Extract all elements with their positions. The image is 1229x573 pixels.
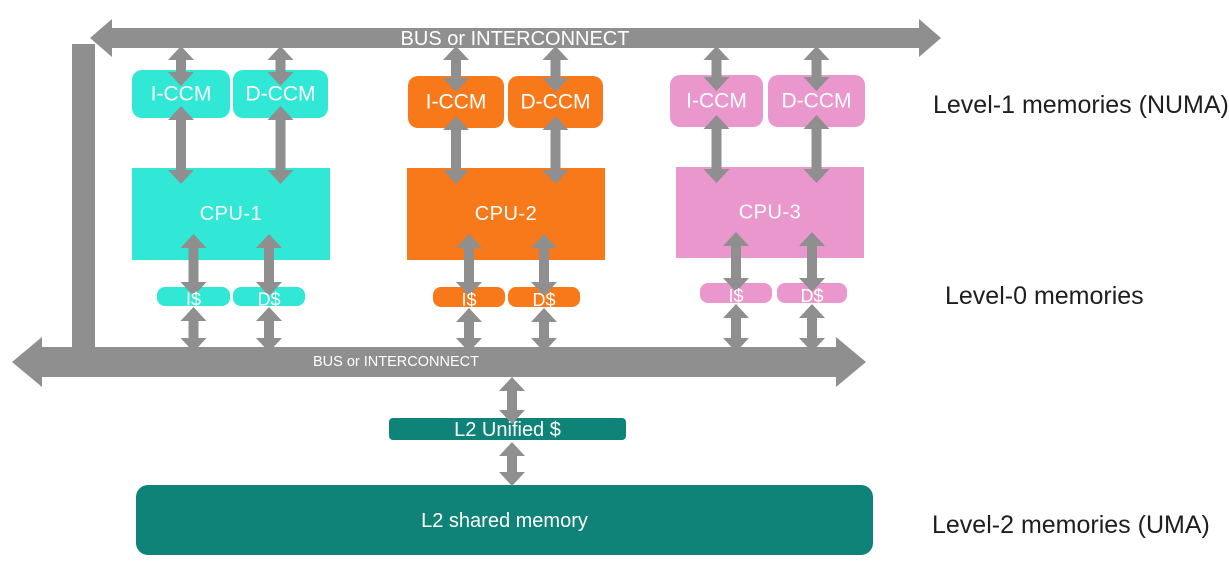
cluster-2-iccm-label: I-CCM	[426, 91, 487, 114]
cluster-3-cpu-label: CPU-3	[739, 202, 802, 224]
cluster-3-cpu-block	[676, 167, 864, 258]
cluster-2-cpu-to-icache-arrow	[456, 234, 482, 296]
cluster-2-dcache-block	[508, 287, 580, 307]
cluster-2-cpu-label: CPU-2	[475, 203, 538, 225]
bus-bottom-label: BUS or INTERCONNECT	[313, 354, 479, 370]
cluster-3-dccm-label: D-CCM	[782, 90, 852, 113]
cluster-2-dccm-to-cpu-arrow	[542, 116, 569, 184]
bus-top: BUS or INTERCONNECT	[90, 19, 941, 57]
l2-shared-memory-label: L2 shared memory	[421, 510, 588, 532]
bus-top-label: BUS or INTERCONNECT	[401, 28, 630, 50]
cluster-1-iccm-block	[132, 70, 230, 118]
bus-bottom: BUS or INTERCONNECT	[12, 337, 866, 387]
bus-bottom-band	[40, 347, 840, 377]
cluster-1-dccm-label: D-CCM	[246, 83, 316, 106]
cluster-3-iccm-block	[670, 75, 763, 127]
bus-top-right-arrowhead	[919, 19, 941, 57]
cluster-2-iccm-to-cpu-arrow	[443, 116, 469, 184]
cluster-1-bus-to-dccm-arrow	[267, 46, 294, 86]
side-label-level-2: Level-2 memories (UMA)	[932, 511, 1210, 539]
cluster-2-icache-label: I$	[461, 290, 476, 310]
cluster-1-icache-to-bus-arrow	[180, 307, 207, 352]
bus-bottom-right-arrowhead	[836, 337, 866, 387]
cluster-3-dccm-to-cpu-arrow	[803, 115, 830, 183]
cluster-1-iccm-label: I-CCM	[151, 83, 212, 106]
bus-to-l2-unified-arrow	[499, 377, 525, 424]
cluster-1-bus-to-iccm-arrow	[168, 46, 194, 86]
cluster-1-icache-label: I$	[186, 290, 201, 310]
cluster-3-iccm-to-cpu-arrow	[703, 115, 730, 183]
cluster-1-cpu-to-icache-arrow	[180, 234, 207, 296]
cluster-1-dcache-to-bus-arrow	[256, 307, 282, 352]
cluster-2-iccm-block	[408, 76, 504, 128]
cluster-1-cpu-to-dcache-arrow	[256, 234, 282, 296]
l2-shared-memory-block	[136, 485, 873, 555]
cluster-1-dcache-label: D$	[257, 290, 280, 310]
cluster-3-dcache-block	[777, 283, 847, 303]
cluster-1-icache-block	[157, 287, 230, 306]
bus-bottom-left-arrowhead	[12, 337, 42, 387]
l2-unified-cache-label: L2 Unified $	[454, 419, 561, 441]
cluster-2-icache-block	[433, 287, 505, 307]
cluster-3-bus-to-dccm-arrow	[803, 46, 830, 91]
cluster-1-dcache-block	[233, 287, 305, 306]
cluster-3-icache-label: I$	[728, 286, 743, 306]
cluster-3-bus-to-iccm-arrow	[703, 46, 730, 91]
cluster-2-dcache-label: D$	[532, 290, 555, 310]
cluster-3-icache-to-bus-arrow	[723, 304, 749, 352]
cluster-2-icache-to-bus-arrow	[456, 308, 482, 352]
cluster-3-dcache-label: D$	[800, 286, 823, 306]
bus-top-left-arrowhead	[90, 19, 112, 57]
cluster-3-cpu-to-icache-arrow	[723, 232, 749, 292]
cluster-2-dccm-block	[508, 76, 603, 128]
side-label-level-1: Level-1 memories (NUMA)	[933, 91, 1229, 119]
cluster-2-cpu-block	[407, 168, 605, 260]
cluster-2-dccm-label: D-CCM	[521, 91, 591, 114]
cluster-2-cpu-to-dcache-arrow	[531, 234, 557, 296]
l2-unified-cache-block	[389, 418, 626, 440]
cluster-3-icache-block	[700, 283, 772, 303]
cluster-3-cpu-to-dcache-arrow	[799, 232, 825, 292]
cluster-1-cpu-block	[132, 168, 330, 260]
cluster-3-dcache-to-bus-arrow	[799, 304, 825, 352]
cluster-2-bus-to-dccm-arrow	[542, 46, 569, 92]
cluster-2-dcache-to-bus-arrow	[531, 308, 557, 352]
bus-top-band	[104, 28, 922, 48]
bus-connector-bar	[72, 44, 95, 377]
cluster-3-iccm-label: I-CCM	[686, 90, 747, 113]
cluster-2-bus-to-iccm-arrow	[443, 46, 469, 92]
cluster-1-iccm-to-cpu-arrow	[168, 106, 194, 184]
cluster-1-dccm-to-cpu-arrow	[267, 106, 294, 184]
side-label-level-0: Level-0 memories	[945, 282, 1144, 310]
cluster-1-dccm-block	[233, 70, 328, 118]
cluster-1-cpu-label: CPU-1	[200, 203, 263, 225]
cluster-3-dccm-block	[768, 75, 865, 127]
l2-unified-to-l2-shared-arrow	[499, 442, 525, 486]
